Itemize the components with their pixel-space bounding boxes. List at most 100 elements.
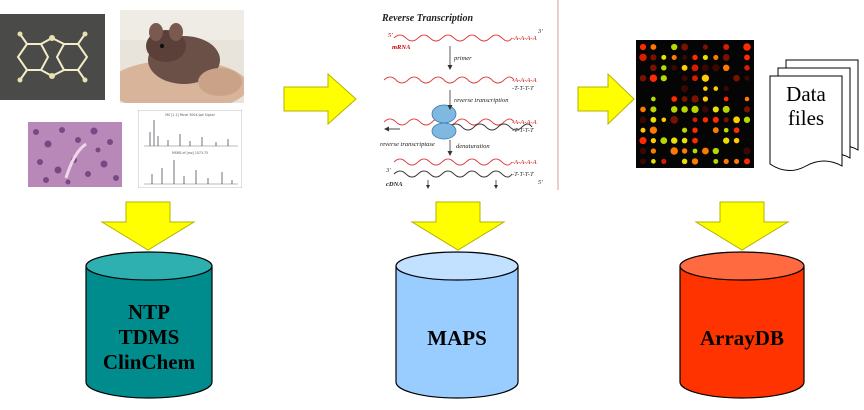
database-cylinder-maps: MAPS [394, 250, 520, 400]
array-spot [692, 138, 698, 144]
array-spot [693, 149, 698, 154]
array-spot [744, 54, 750, 60]
array-spot [744, 117, 750, 123]
arrow-right-1 [282, 72, 358, 126]
array-spot [733, 116, 740, 123]
array-spot [724, 97, 729, 102]
reverse-transcription-diagram: Reverse Transcription 5' mRNA 3' -A-A-A-… [378, 0, 560, 190]
cylinder-top [680, 252, 804, 280]
array-spot [703, 117, 708, 122]
array-spot [691, 106, 698, 113]
array-spot [670, 147, 677, 154]
array-spot [702, 75, 709, 82]
array-spot [713, 86, 718, 91]
database-label-maps: MAPS [394, 326, 520, 351]
enzyme-label: reverse transcriptase [380, 141, 435, 148]
poly-t-3: -T-T-T-T [512, 127, 534, 134]
array-spot [650, 54, 656, 60]
array-spot [724, 86, 729, 91]
mrna-5-prime: 5' [388, 32, 393, 39]
array-spot [640, 158, 646, 164]
array-spot [682, 128, 687, 133]
array-spot [651, 148, 656, 153]
array-spot [672, 55, 677, 60]
array-spot [651, 159, 656, 164]
array-spot [703, 96, 708, 101]
array-spot [671, 96, 677, 102]
array-spot [692, 55, 698, 61]
mouse-photo [120, 10, 244, 103]
poly-a-3: -A-A-A-A [512, 119, 537, 126]
poly-a-4: -A-A-A-A [512, 159, 537, 166]
cylinder-top [396, 252, 518, 280]
spectrum-title: MS [1.1] Panel 3004 ppt Signal [165, 113, 214, 117]
array-spot [681, 44, 688, 51]
database-label-arraydb: ArrayDB [678, 326, 806, 351]
mrna-label: mRNA [392, 44, 411, 51]
array-spot [682, 138, 688, 144]
database-line: TDMS [84, 325, 214, 350]
poly-a-2: -A-A-A-A [512, 77, 537, 84]
array-spot [692, 75, 698, 81]
array-spot [744, 158, 750, 164]
array-spot [724, 128, 729, 133]
array-spot [671, 44, 677, 50]
denaturation-label: denaturation [456, 143, 490, 150]
array-spot [744, 106, 750, 112]
array-spot [723, 137, 729, 143]
database-label-ntp: NTP TDMS ClinChem [84, 300, 214, 375]
array-spot [651, 97, 656, 102]
poly-a-1: -A-A-A-A [512, 35, 537, 42]
array-spot [682, 159, 688, 165]
database-cylinder-ntp: NTP TDMS ClinChem [84, 250, 214, 400]
array-spot [670, 116, 678, 124]
array-spot [661, 65, 666, 70]
primer-label: primer [453, 55, 472, 62]
array-spot [723, 54, 730, 61]
array-spot [703, 86, 708, 91]
array-spot [639, 54, 646, 61]
array-spot [650, 44, 656, 50]
rt-step-label: reverse transcription [454, 97, 508, 104]
array-spot [639, 137, 646, 144]
array-spot [713, 106, 719, 112]
array-spot [743, 147, 750, 154]
array-spot [661, 55, 666, 60]
array-spot [682, 55, 687, 60]
mass-spectrum-image: MS [1.1] Panel 3004 ppt Signal MSMS of [… [138, 110, 242, 188]
array-spot [640, 75, 647, 82]
array-spot [744, 65, 750, 71]
array-spot [692, 127, 697, 132]
array-spot [745, 97, 749, 101]
array-spot [661, 75, 667, 81]
array-spot [650, 74, 657, 81]
array-spot [650, 117, 656, 123]
array-spot [650, 65, 657, 72]
array-spot [734, 138, 740, 144]
database-cylinder-arraydb: ArrayDB [678, 250, 806, 400]
array-spot [682, 148, 687, 153]
array-spot [640, 44, 646, 50]
array-spot [682, 96, 688, 102]
array-spot [671, 137, 677, 143]
array-spot [744, 76, 749, 81]
array-spot [640, 107, 646, 113]
data-files-icon: Data files [764, 56, 864, 184]
array-spot [713, 117, 719, 123]
array-spot [713, 148, 719, 154]
array-spot [692, 158, 698, 164]
array-spot [702, 148, 709, 155]
array-spot [713, 127, 719, 133]
array-spot [692, 64, 699, 71]
arrow-down-2 [410, 200, 506, 252]
data-files-label-line1: Data [770, 82, 842, 106]
array-spot [681, 85, 688, 92]
array-spot [661, 159, 666, 164]
arrow-down-3 [694, 200, 790, 252]
array-spot [640, 116, 647, 123]
array-spot [660, 137, 667, 144]
array-spot [662, 118, 667, 123]
array-spot [650, 127, 657, 134]
array-spot [724, 159, 729, 164]
array-spot [703, 44, 708, 49]
